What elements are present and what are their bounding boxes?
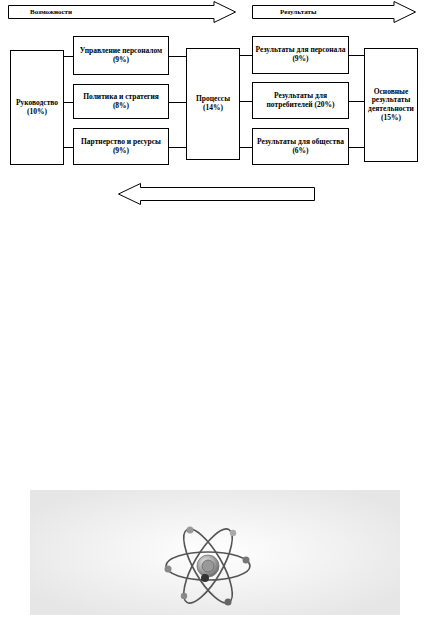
connector-line [240,55,252,56]
connector-line [169,147,186,148]
connector-line [64,102,73,103]
connector-line [349,101,364,102]
criterion-box: Процессы (14%) [186,48,240,160]
block-arrow: Результаты [252,1,416,23]
criterion-box: Партнерство и ресурсы (9%) [73,128,169,165]
box-label: Результаты для потребителей (20%) [255,92,346,109]
connector-line [169,56,186,57]
arrow-outline [252,1,416,23]
feedback-arrow [119,184,315,205]
box-label: Управление персоналом (9%) [76,47,166,64]
connector-line [169,102,186,103]
atom-illustration [165,523,251,610]
box-label: Политика и стратегия (8%) [76,93,166,110]
illustration-background [30,490,400,615]
box-label: Результаты для персонала (9%) [255,46,346,63]
connector-line [240,101,252,102]
result-box: Результаты для общества (6%) [252,128,349,165]
block-arrow: Возможности [8,1,236,23]
criterion-box: Управление персоналом (9%) [73,36,169,75]
result-box: Результаты для персонала (9%) [252,36,349,74]
box-label: Основные результаты деятельности (15%) [367,88,415,123]
box-label: Результаты для общества (6%) [255,138,346,155]
result-box: Результаты для потребителей (20%) [252,82,349,119]
criterion-box: Политика и стратегия (8%) [73,84,169,119]
connector-line [240,147,252,148]
box-label: Процессы (14%) [189,95,237,112]
connector-line [349,55,364,56]
connector-line [64,56,73,57]
arrow-label: Возможности [30,8,72,16]
box-label: Партнерство и ресурсы (9%) [76,138,166,155]
connector-line [349,147,364,148]
arrow-label: Результаты [280,8,316,16]
result-box: Основные результаты деятельности (15%) [364,48,418,162]
box-label: Руководство (10%) [13,99,61,116]
connector-line [64,147,73,148]
criterion-box: Руководство (10%) [10,50,64,165]
